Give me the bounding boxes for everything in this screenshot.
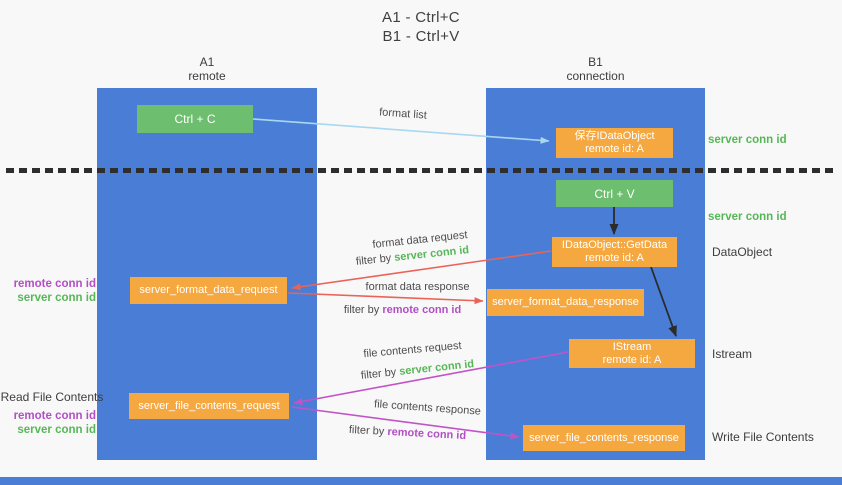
ctrl-v-label: Ctrl + V	[594, 186, 635, 201]
server-conn-id-label-2: server conn id	[17, 424, 96, 436]
read-file-contents-label: Read File Contents	[0, 390, 104, 404]
istream-label: Istream	[712, 347, 753, 361]
save-idataobject-line2: remote id: A	[585, 143, 644, 155]
format-request-conn-ids: remote conn id server conn id	[0, 277, 96, 305]
server-format-data-request-label: server_format_data_request	[139, 284, 278, 296]
format-data-response-filter-label: filter by remote conn id	[340, 304, 465, 316]
format-data-response-label: format data response	[365, 281, 470, 293]
idataobject-getdata-line1: IDataObject::GetData	[561, 239, 668, 251]
format-data-response-arrow	[287, 292, 484, 305]
istream-line2: remote id: A	[602, 353, 662, 366]
write-file-contents-label: Write File Contents	[712, 430, 814, 444]
file-contents-request-filter-label: filter by server conn id	[355, 357, 481, 382]
column-b1-subtitle: connection	[566, 69, 625, 83]
file-contents-request-label: file contents request	[362, 339, 463, 361]
server-conn-id-inline-2: server conn id	[398, 358, 475, 378]
server-file-contents-request-box: server_file_contents_request	[129, 393, 289, 419]
column-a1-header: A1 remote	[97, 55, 317, 83]
ctrl-v-box: Ctrl + V	[556, 180, 673, 207]
ctrl-c-label: Ctrl + C	[174, 112, 216, 126]
server-conn-id-label-1: server conn id	[17, 292, 96, 304]
dataobject-label: DataObject	[712, 245, 773, 259]
filter-by-text-1: filter by	[355, 252, 392, 268]
filter-by-text-4: filter by	[348, 423, 385, 438]
filter-by-text-2: filter by	[343, 304, 380, 316]
server-file-contents-response-label: server_file_contents_response	[529, 431, 679, 444]
format-list-label: format list	[378, 106, 428, 122]
save-idataobject-box: 保存IDataObject remote id: A	[556, 128, 673, 158]
column-b1-header: B1 connection	[486, 55, 705, 83]
istream-box: IStream remote id: A	[569, 339, 695, 368]
remote-conn-id-inline-2: remote conn id	[387, 425, 467, 443]
remote-conn-id-label-2: remote conn id	[13, 410, 96, 422]
server-file-contents-request-label: server_file_contents_request	[138, 399, 280, 412]
istream-line1: IStream	[612, 340, 652, 353]
column-a1-name: A1	[199, 55, 215, 69]
column-a1-subtitle: remote	[188, 69, 226, 83]
column-b1-name: B1	[588, 55, 603, 69]
bottom-edge-bar	[0, 477, 842, 485]
server-format-data-response-box: server_format_data_response	[487, 289, 644, 316]
server-conn-id-label-mid: server conn id	[708, 211, 787, 223]
server-format-data-request-box: server_format_data_request	[130, 277, 287, 304]
file-contents-response-label: file contents response	[373, 398, 482, 418]
server-format-data-response-label: server_format_data_response	[492, 296, 639, 308]
idataobject-getdata-box: IDataObject::GetData remote id: A	[552, 237, 677, 267]
server-file-contents-response-box: server_file_contents_response	[523, 425, 685, 451]
title-line-2: B1 - Ctrl+V	[382, 28, 460, 45]
server-conn-id-label-top: server conn id	[708, 134, 787, 146]
file-contents-response-filter-label: filter by remote conn id	[340, 423, 475, 442]
save-idataobject-line1: 保存IDataObject	[574, 130, 655, 142]
session-divider-line	[6, 168, 836, 173]
remote-conn-id-label-1: remote conn id	[13, 278, 96, 290]
filter-by-text-3: filter by	[360, 366, 397, 382]
diagram-title: A1 - Ctrl+C B1 - Ctrl+V	[0, 8, 842, 46]
file-request-conn-ids: remote conn id server conn id	[0, 409, 96, 437]
ctrl-c-box: Ctrl + C	[137, 105, 253, 133]
idataobject-getdata-line2: remote id: A	[585, 252, 644, 264]
title-line-1: A1 - Ctrl+C	[382, 9, 460, 26]
remote-conn-id-inline-1: remote conn id	[382, 304, 462, 316]
